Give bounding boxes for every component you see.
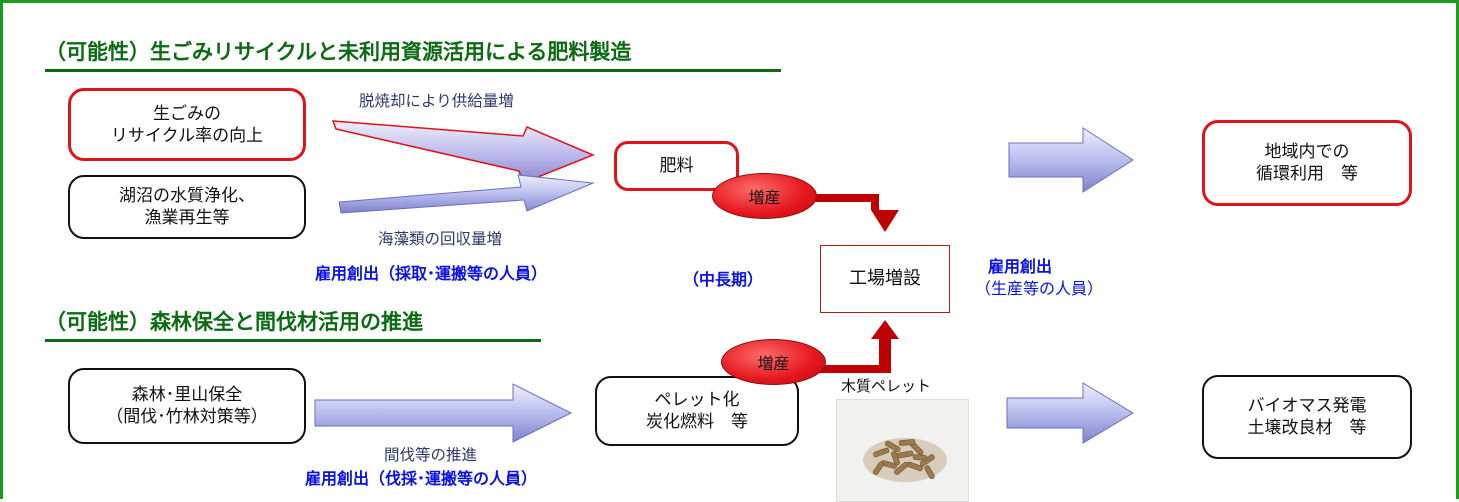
increase-production-badge-1: 増産 bbox=[712, 173, 817, 219]
wood-pellet-icon bbox=[837, 400, 968, 501]
increase-production-badge-2: 増産 bbox=[721, 339, 826, 385]
factory-expansion-box: 工場増設 bbox=[820, 245, 950, 313]
arrow-increase1-to-factory bbox=[813, 194, 899, 232]
forest-conservation-box: 森林･里山保全 （間伐･竹林対策等） bbox=[68, 368, 306, 444]
thinning-label: 間伐等の推進 bbox=[384, 446, 478, 464]
arrow-pellet-to-biomass bbox=[1006, 382, 1134, 444]
wood-pellet-photo bbox=[836, 399, 969, 502]
section2-title: （可能性）森林保全と間伐材活用の推進 bbox=[45, 310, 423, 334]
arrow-layer bbox=[314, 120, 1134, 444]
mid-long-term-label: （中長期） bbox=[683, 270, 764, 289]
section2-underline bbox=[45, 339, 541, 342]
employment-label: 雇用創出 bbox=[988, 257, 1053, 276]
production-staff-label: （生産等の人員） bbox=[975, 279, 1104, 298]
employment-collection-label: 雇用創出（採取･運搬等の人員） bbox=[315, 264, 548, 283]
arrow-fertilizer-to-regional bbox=[1008, 127, 1134, 193]
biomass-power-box: バイオマス発電 土壌改良材 等 bbox=[1202, 375, 1412, 459]
section1-underline bbox=[45, 69, 781, 72]
arrow-increase2-to-factory bbox=[813, 320, 899, 373]
arrow-lake-to-fertilizer bbox=[338, 174, 595, 214]
arrow-forest-to-pellet bbox=[314, 383, 573, 443]
seaweed-label: 海藻類の回収量増 bbox=[378, 230, 503, 248]
pelletization-box: ペレット化 炭化燃料 等 bbox=[595, 376, 799, 446]
fertilizer-box: 肥料 bbox=[614, 141, 739, 191]
food-waste-recycling-box: 生ごみの リサイクル率の向上 bbox=[68, 88, 306, 161]
regional-circulation-box: 地域内での 循環利用 等 bbox=[1202, 120, 1412, 206]
supply-increase-label: 脱焼却により供給量増 bbox=[359, 92, 514, 110]
lake-purification-box: 湖沼の水質浄化、 漁業再生等 bbox=[68, 175, 306, 239]
arrow-food-to-fertilizer bbox=[331, 120, 595, 184]
wood-pellet-label: 木質ペレット bbox=[841, 377, 932, 395]
section1-title: （可能性）生ごみリサイクルと未利用資源活用による肥料製造 bbox=[45, 40, 632, 64]
employment-logging-label: 雇用創出（伐採･運搬等の人員） bbox=[305, 469, 538, 488]
